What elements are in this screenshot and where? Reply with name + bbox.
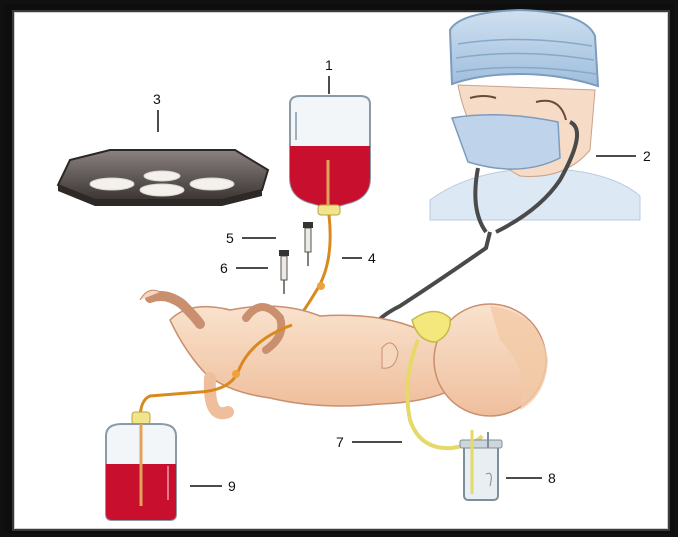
surgeon: [430, 10, 640, 220]
tube-connector: [317, 282, 325, 290]
donor-blood-bottle: [290, 96, 370, 215]
suction-jar: [460, 430, 502, 500]
infant: [140, 290, 548, 448]
syringe-lower: [279, 250, 289, 294]
label-5: 5: [226, 230, 234, 246]
drain-connector: [232, 370, 240, 378]
label-3: 3: [153, 91, 161, 107]
label-6: 6: [220, 260, 228, 276]
label-4: 4: [368, 250, 376, 266]
label-2: 2: [643, 148, 651, 164]
operating-lamp: [58, 150, 268, 206]
label-7: 7: [336, 434, 344, 450]
label-8: 8: [548, 470, 556, 486]
label-1: 1: [325, 57, 333, 73]
syringe-upper: [303, 222, 313, 266]
label-9: 9: [228, 478, 236, 494]
waste-blood-bottle: [106, 412, 176, 520]
